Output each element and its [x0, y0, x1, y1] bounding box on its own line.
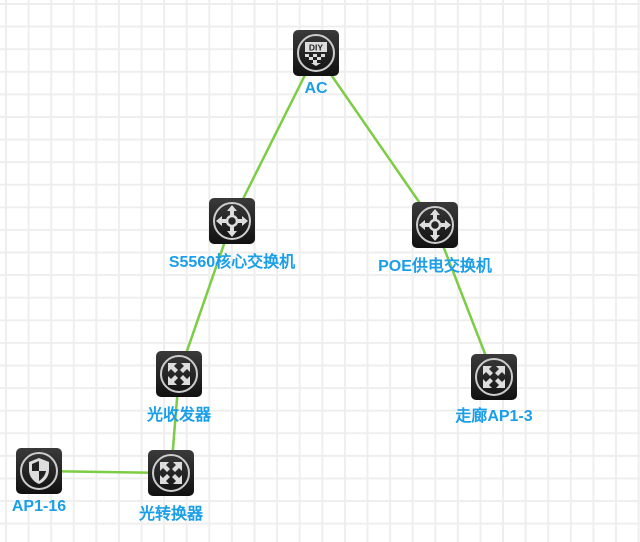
link-poe-ap1-3 [433, 224, 496, 378]
node-label: 光转换器 [138, 506, 203, 523]
transceiver-icon[interactable] [148, 450, 194, 496]
link-ac-poe [314, 52, 437, 226]
node-label: AC [304, 80, 328, 97]
switch-icon[interactable] [209, 198, 255, 244]
switch-icon[interactable] [412, 202, 458, 248]
node-label: S5560核心交换机 [168, 254, 296, 271]
transceiver-icon[interactable] [156, 351, 202, 397]
node-label: 走廊AP1-3 [455, 408, 533, 425]
transceiver-icon[interactable] [471, 354, 517, 400]
link-ac-s5560 [230, 52, 318, 222]
diy-icon[interactable]: DIY [293, 30, 339, 76]
node-label: POE供电交换机 [378, 258, 492, 275]
shield-icon[interactable] [16, 448, 62, 494]
node-label: 光收发器 [146, 407, 211, 424]
link-s5560-transceiver [177, 220, 234, 375]
svg-text:DIY: DIY [309, 43, 324, 53]
node-label: AP1-16 [11, 498, 67, 515]
